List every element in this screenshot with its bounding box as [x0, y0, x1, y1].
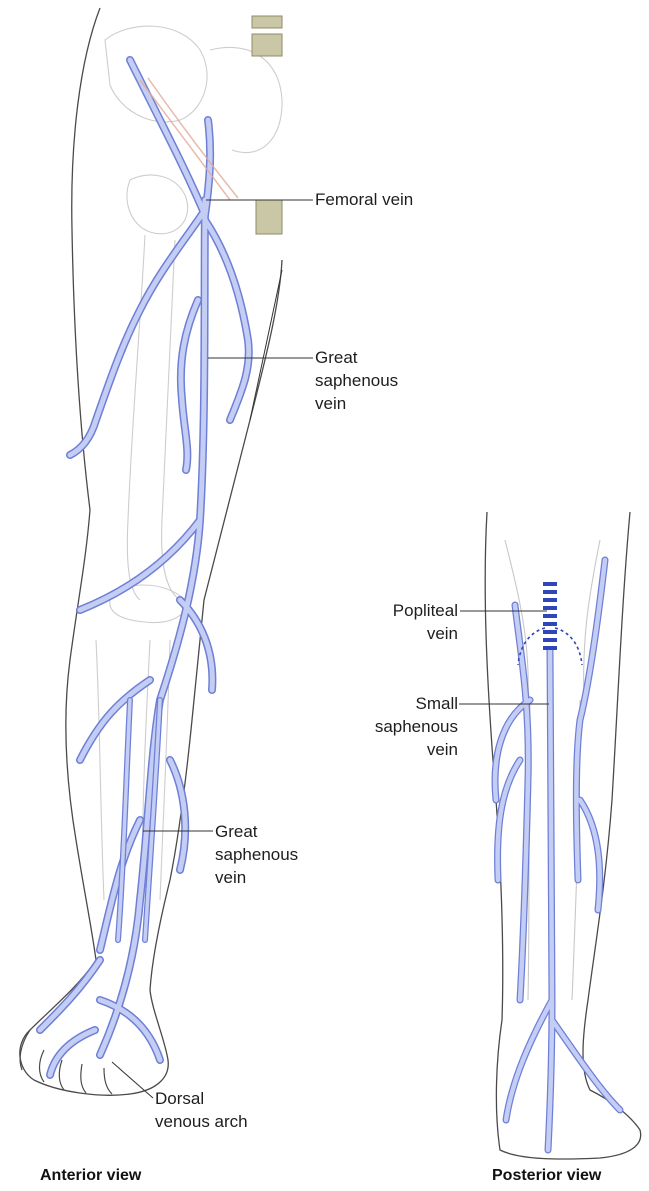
anterior-toes [20, 1030, 112, 1094]
posterior-leg-outline [485, 512, 640, 1159]
great-saphenous-lower-line-2: saphenous [215, 843, 298, 866]
great-saphenous-upper-line-2: saphenous [315, 369, 398, 392]
popliteal-deep-vein [543, 582, 557, 650]
great-saphenous-upper-line-3: vein [315, 392, 398, 415]
great-saphenous-lower-line-1: Great [215, 820, 298, 843]
popliteal-line-2: vein [360, 622, 458, 645]
dorsal-arch-line-2: venous arch [155, 1110, 248, 1133]
posterior-leader-lines [459, 611, 549, 704]
great-saphenous-vein-label-lower: Great saphenous vein [215, 820, 298, 889]
posterior-view-caption: Posterior view [492, 1167, 601, 1185]
small-saphenous-line-1: Small [340, 692, 458, 715]
dorsal-venous-arch-label: Dorsal venous arch [155, 1087, 248, 1133]
femoral-vein-label: Femoral vein [315, 188, 413, 211]
femoral-vein-label-line: Femoral vein [315, 188, 413, 211]
small-saphenous-line-2: saphenous [340, 715, 458, 738]
posterior-veins [495, 560, 620, 1150]
anterior-view-caption: Anterior view [40, 1167, 141, 1185]
pelvis-bars [252, 16, 282, 234]
small-saphenous-vein-label: Small saphenous vein [340, 692, 458, 761]
dorsal-arch-line-1: Dorsal [155, 1087, 248, 1110]
great-saphenous-upper-line-1: Great [315, 346, 398, 369]
small-saphenous-line-3: vein [340, 738, 458, 761]
great-saphenous-vein-label-upper: Great saphenous vein [315, 346, 398, 415]
great-saphenous-lower-line-3: vein [215, 866, 298, 889]
popliteal-vein-label: Popliteal vein [360, 599, 458, 645]
anterior-leg-outline [20, 8, 282, 1095]
popliteal-line-1: Popliteal [360, 599, 458, 622]
